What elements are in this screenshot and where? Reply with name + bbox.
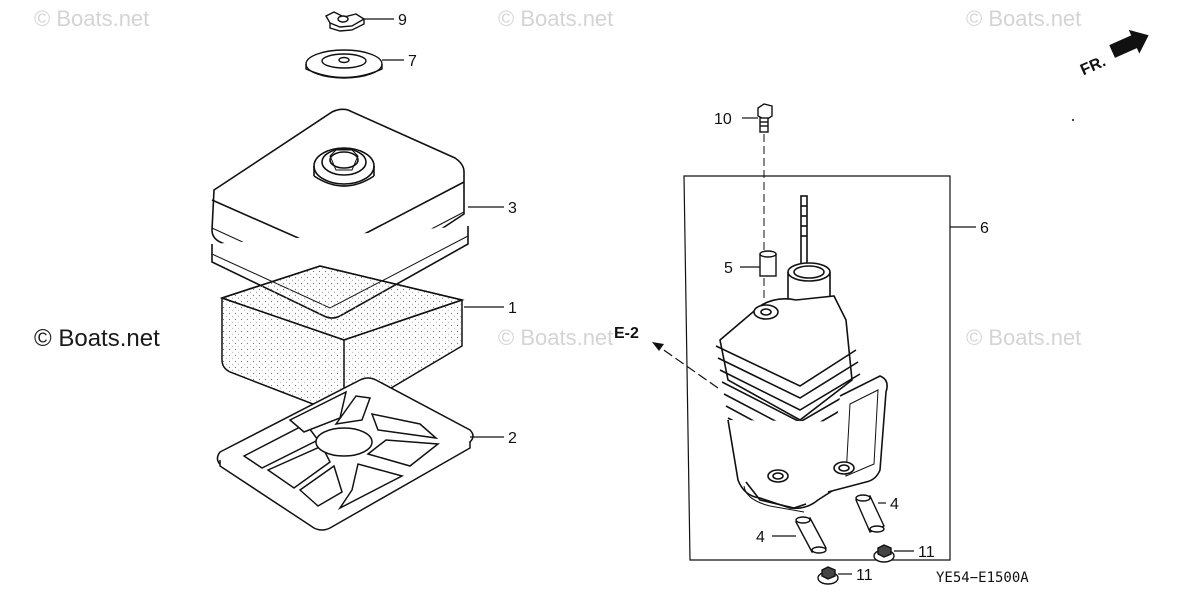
sleeve-part-upper[interactable] <box>855 494 885 533</box>
callout-11-right: 11 <box>918 544 935 561</box>
watermark-top-right: © Boats.net <box>966 6 1082 31</box>
flange-nut-part-left[interactable] <box>817 566 839 585</box>
front-direction-arrow-icon <box>1109 29 1149 58</box>
callout-9: 9 <box>398 12 407 29</box>
part-6-bracket <box>683 175 951 561</box>
watermark-top-center: © Boats.net <box>498 6 614 31</box>
base-grid-part[interactable] <box>216 377 474 531</box>
callout-2: 2 <box>508 430 517 447</box>
callout-10: 10 <box>714 111 732 128</box>
callout-3: 3 <box>508 200 517 217</box>
watermark-mid-center: © Boats.net <box>498 325 614 350</box>
flange-nut-part-right[interactable] <box>873 544 895 563</box>
watermark-mid-right: © Boats.net <box>966 325 1082 350</box>
sleeve-part-lower[interactable] <box>794 516 828 554</box>
muffler-body-part[interactable] <box>715 195 888 513</box>
callout-1: 1 <box>508 300 517 317</box>
foam-element-part[interactable] <box>219 265 465 417</box>
callout-5: 5 <box>724 260 733 277</box>
reference-arrow-icon <box>652 342 664 351</box>
callout-7: 7 <box>408 53 417 70</box>
reference-label: E-2 <box>614 325 639 342</box>
callout-11-left: 11 <box>856 567 873 584</box>
callout-6: 6 <box>980 220 989 237</box>
diagram-code: YE54−E1500A <box>936 570 1029 586</box>
bolt-part[interactable] <box>757 103 773 133</box>
collar-part[interactable] <box>759 250 777 277</box>
watermark-mid-left: © Boats.net <box>34 325 160 352</box>
callout-4-upper: 4 <box>890 496 899 513</box>
washer-plate-part[interactable] <box>305 49 383 79</box>
callout-4-lower: 4 <box>756 529 765 546</box>
watermark-top-left: © Boats.net <box>34 6 150 31</box>
wing-nut-part[interactable] <box>325 11 366 32</box>
front-direction-label: FR. <box>1078 53 1108 79</box>
